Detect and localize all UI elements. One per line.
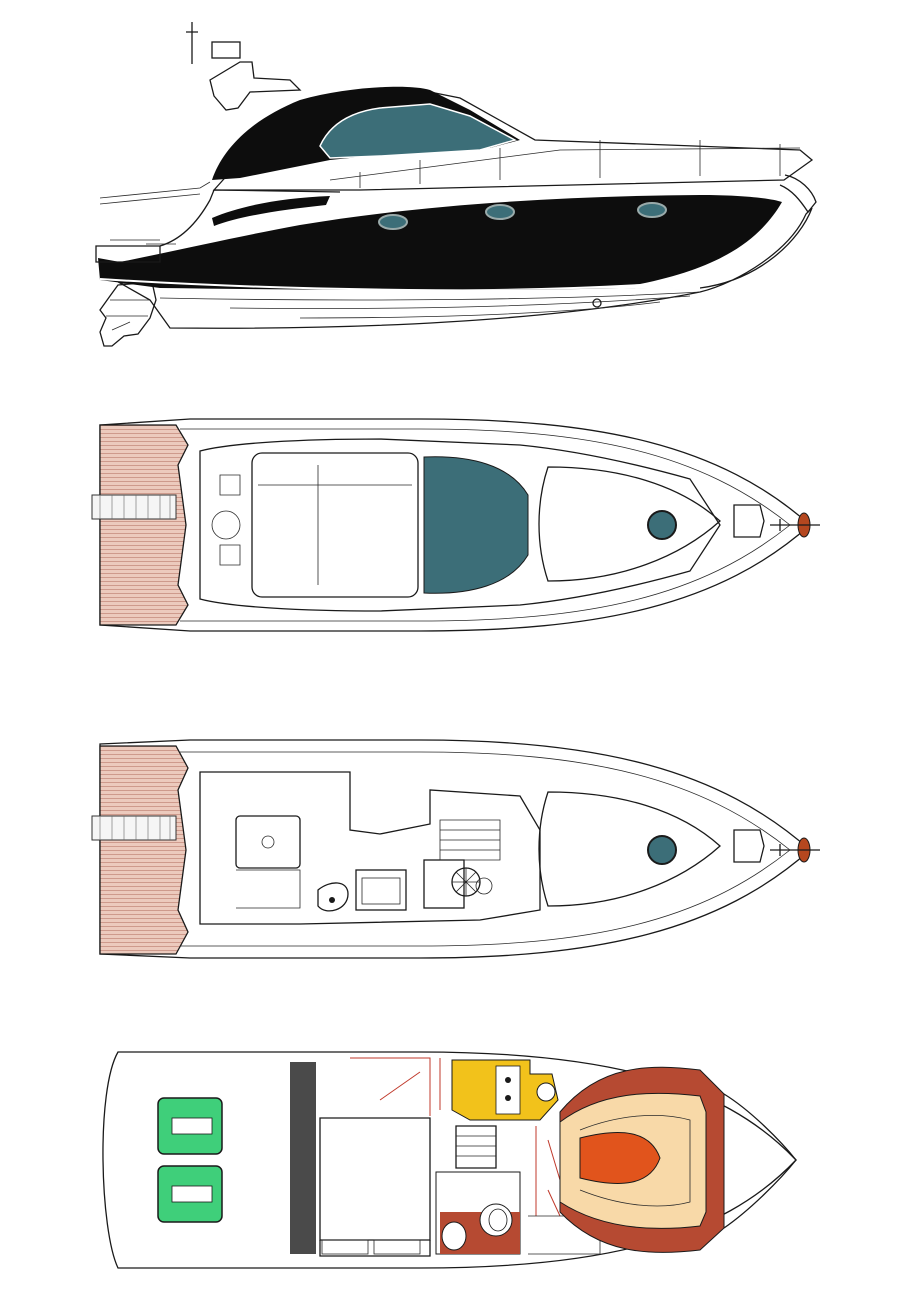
swim-ladder-icon <box>91 815 177 841</box>
engine-icon <box>157 1097 223 1223</box>
wet-bar-icon <box>317 882 349 912</box>
swim-platform <box>99 424 189 626</box>
outboard-drive-icon <box>99 281 157 347</box>
helm-wheel-icon <box>355 859 481 911</box>
anchor-icon <box>770 837 820 863</box>
galley-icon <box>451 1059 559 1121</box>
cockpit-layout-view <box>91 739 820 959</box>
sunroof-glass <box>319 103 517 159</box>
swim-ladder-icon <box>91 494 177 520</box>
aft-cabin-icon <box>319 1117 431 1257</box>
swim-platform <box>99 745 189 955</box>
v-berth-icon <box>559 1066 725 1253</box>
sunroof-icon <box>423 456 529 594</box>
porthole-icon <box>378 202 667 230</box>
lower-deck-plan-view <box>102 1051 797 1269</box>
engine-bulkhead <box>290 1062 316 1254</box>
anchor-icon <box>770 512 820 538</box>
head-icon <box>435 1171 521 1255</box>
deck-hatch-icon <box>647 835 677 865</box>
side-profile-view <box>95 22 817 347</box>
top-deck-view <box>91 418 820 632</box>
deck-hatch-icon <box>647 510 677 540</box>
radar-arch-icon <box>186 22 302 111</box>
hull-stripe <box>98 195 782 290</box>
